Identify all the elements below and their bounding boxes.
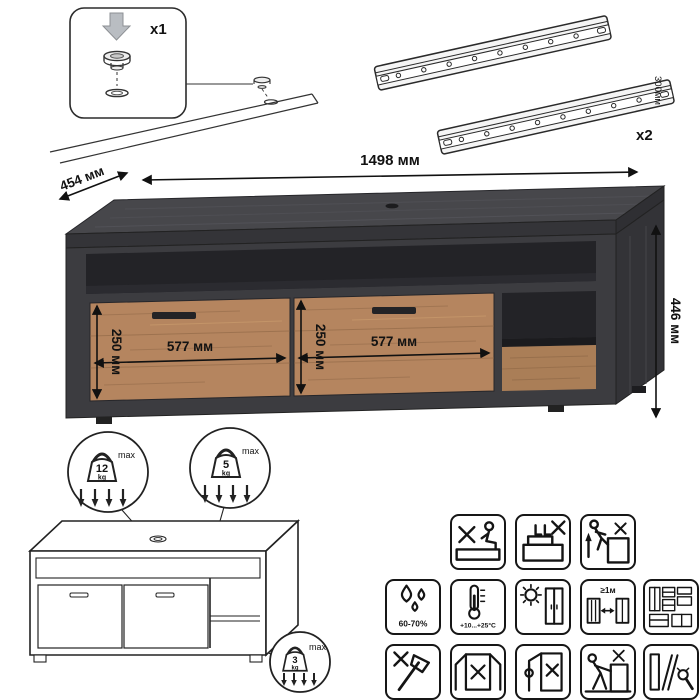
no-sharp-tools-art xyxy=(393,651,430,692)
temperature-art: +10...+25°C xyxy=(460,584,496,629)
slide-qty-label: x2 xyxy=(636,127,653,144)
assembly-icon xyxy=(643,644,699,700)
no-hang-on-door-art xyxy=(524,652,563,692)
panel-corner-drawing xyxy=(49,76,319,164)
tv-stand-3d xyxy=(64,185,666,424)
drawer-right-handle xyxy=(372,307,416,314)
load-callout-top: 12 kg max xyxy=(67,431,149,513)
load-drawer-max: max xyxy=(309,642,327,652)
no-climb-art xyxy=(585,519,630,564)
load-callout-shelf: 5 kg max xyxy=(189,427,271,509)
dim-drawer-right-width: 577 мм xyxy=(371,334,417,349)
load-top-max: max xyxy=(118,450,136,460)
grommet-drawing xyxy=(103,50,131,98)
load-drawer-unit: kg xyxy=(292,665,299,671)
drawer-right xyxy=(293,292,495,397)
humidity-range-label: 60-70% xyxy=(399,619,428,629)
dim-overall-depth: 454 мм xyxy=(58,163,107,194)
load-callout-drawer: 3 kg max xyxy=(269,631,331,693)
no-sharp-tools-icon xyxy=(385,644,441,700)
outline-drawing xyxy=(27,506,301,663)
keep-from-sunlight-icon xyxy=(515,579,571,635)
load-top-value: 12 xyxy=(96,463,108,475)
load-shelf-unit: kg xyxy=(222,471,230,478)
furniture-set-icon xyxy=(643,579,699,635)
dim-overall-width: 1498 мм xyxy=(360,152,420,169)
assembly-art xyxy=(649,653,694,691)
humidity-icon: 60-70% xyxy=(385,579,441,635)
open-compartment xyxy=(501,291,597,391)
load-top-unit: kg xyxy=(98,475,106,482)
no-sit-art xyxy=(455,521,501,561)
temperature-range-label: +10...+25°C xyxy=(460,621,496,629)
outline-drawer-right xyxy=(123,584,209,649)
no-open-all-doors-art xyxy=(454,653,502,691)
heat-distance-label: ≥1м xyxy=(600,585,615,595)
keep-from-sunlight-art xyxy=(519,583,564,625)
dim-drawer-left-height: 250 мм xyxy=(109,329,124,375)
temperature-icon: +10...+25°C xyxy=(450,579,506,635)
cable-grommet-hole xyxy=(385,203,399,209)
grommet-qty-label: x1 xyxy=(150,21,167,38)
humidity-art: 60-70% xyxy=(399,584,428,629)
drawer-left-handle xyxy=(152,312,196,319)
no-sit-icon xyxy=(450,514,506,570)
furniture-set-art xyxy=(648,586,693,628)
dimensions xyxy=(58,166,662,419)
dim-overall-height: 446 мм xyxy=(668,298,683,344)
no-drag-icon xyxy=(580,644,636,700)
no-open-all-doors-icon xyxy=(450,644,506,700)
dim-drawer-left-width: 577 мм xyxy=(167,339,213,354)
grommet-callout: x1 xyxy=(49,7,319,164)
no-drag-art xyxy=(584,649,632,693)
keep-from-heat-icon: ≥1м xyxy=(580,579,636,635)
dim-drawer-right-height: 250 мм xyxy=(313,324,328,370)
load-shelf-max: max xyxy=(242,446,260,456)
drawer-slides: 300мм x2 xyxy=(373,14,676,156)
no-stand-on-drawer-icon xyxy=(515,514,571,570)
insert-arrow-icon xyxy=(101,12,132,41)
load-shelf-value: 5 xyxy=(223,459,229,471)
load-drawer-value: 3 xyxy=(292,655,297,665)
no-climb-icon xyxy=(580,514,636,570)
no-hang-on-door-icon xyxy=(515,644,571,700)
keep-from-heat-art: ≥1м xyxy=(586,585,630,624)
no-stand-on-drawer-art xyxy=(522,520,566,562)
slide-length-label: 300мм xyxy=(652,76,663,105)
